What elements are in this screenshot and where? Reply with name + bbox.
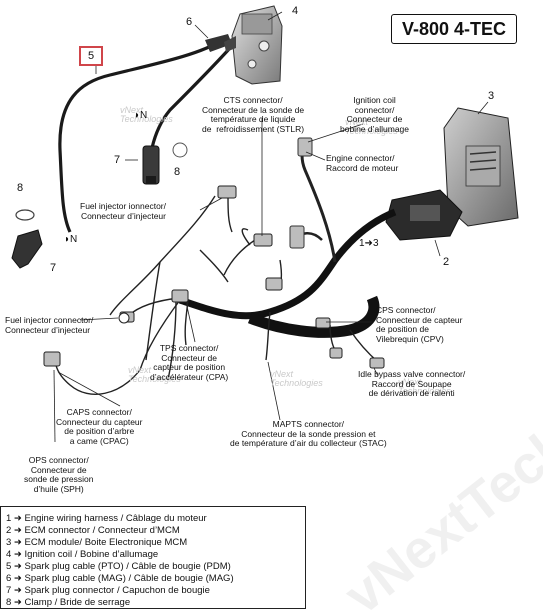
callout-3: 3	[488, 90, 495, 102]
ignition-coil	[224, 5, 283, 85]
ignition-coil-connector-label: Ignition coil connector/ Connecteur de b…	[340, 95, 409, 134]
watermark: vNext Technologies	[128, 365, 181, 385]
caps-connector-label: CAPS connector/ Connecteur du capteur de…	[56, 407, 143, 446]
legend-item: 8 ➜ Clamp / Bride de serrage	[6, 597, 131, 608]
torque-symbol-left: ◗N	[64, 234, 78, 245]
ecm-connector	[385, 189, 463, 241]
mapts-connector-label: MAPTS connector/ Connecteur de la sonde …	[230, 419, 387, 449]
parts-legend: 1 ➜ Engine wiring harness / Câblage du m…	[0, 506, 306, 609]
watermark: vNext Technologies	[398, 377, 451, 397]
engine-connector-label: Engine connector/ Raccord de moteur	[326, 153, 399, 173]
fuel-injector-label-upper: Fuel injector ionnector/ Connecteur d’in…	[80, 201, 166, 221]
callout-8-upper: 8	[174, 166, 181, 178]
callout-1-to-3: 1➜3	[359, 238, 379, 249]
legend-item: 1 ➜ Engine wiring harness / Câblage du m…	[6, 513, 207, 524]
tps-connector-label: TPS connector/ Connecteur de capteur de …	[150, 343, 229, 382]
spark-plug-connector-upper	[142, 142, 188, 185]
legend-item: 6 ➜ Spark plug cable (MAG) / Câble de bo…	[6, 573, 234, 584]
callout-8-left: 8	[17, 182, 24, 194]
spark-plug-cable-mag	[150, 46, 232, 149]
idle-bypass-valve-label: Idle bypass valve connector/ Raccord de …	[358, 369, 466, 399]
fuel-injector-label-left: Fuel injector connector/ Connecteur d’in…	[5, 315, 94, 335]
callout-4: 4	[292, 5, 299, 17]
legend-item: 4 ➜ Ignition coil / Bobine d’allumage	[6, 549, 159, 560]
watermark: vNext Technologies	[120, 105, 173, 125]
watermark: vNext Technologies	[345, 117, 398, 137]
leader-lines	[53, 11, 489, 443]
watermark: vNext Technologies	[270, 369, 323, 389]
harness-connectors	[43, 185, 385, 369]
cts-connector-label: CTS connector/ Connecteur de la sonde de…	[202, 95, 305, 134]
callout-6: 6	[186, 16, 193, 28]
spark-plug-cable-pto	[58, 38, 223, 233]
callout-7-upper: 7	[114, 154, 121, 166]
callout-7-left: 7	[50, 262, 57, 274]
legend-item: 5 ➜ Spark plug cable (PTO) / Câble de bo…	[6, 561, 231, 572]
cps-connector-label: CPS connector/ Connecteur de capteur de …	[376, 305, 463, 344]
callout-2: 2	[443, 256, 450, 268]
legend-item: 3 ➜ ECM module/ Boite Electronique MCM	[6, 537, 188, 548]
ops-connector-label: OPS connector/ Connecteur de sonde de pr…	[24, 455, 94, 494]
model-title: V-800 4-TEC	[391, 14, 517, 44]
engine-harness-main	[178, 208, 397, 320]
legend-item: 2 ➜ ECM connector / Connecteur d’MCM	[6, 525, 180, 536]
spark-plug-connector-left	[11, 209, 43, 269]
legend-item: 7 ➜ Spark plug connector / Capuchon de b…	[6, 585, 210, 596]
ecm-module	[443, 107, 519, 227]
callout-5-highlight[interactable]: 5	[79, 46, 103, 66]
torque-symbol-top: ◗N	[134, 110, 148, 121]
